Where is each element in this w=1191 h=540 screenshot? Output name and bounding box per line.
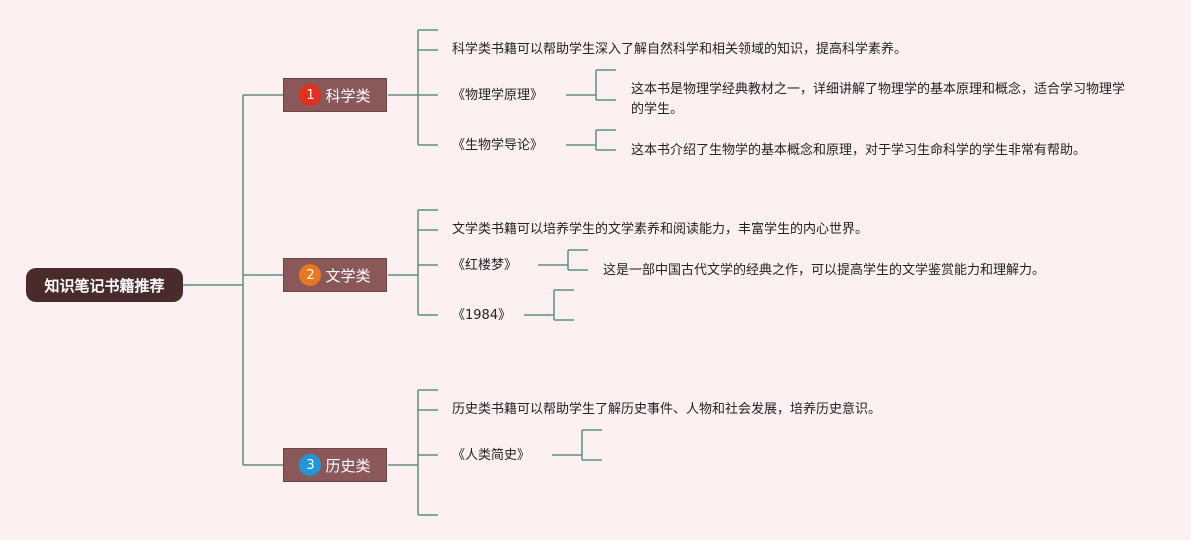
book-sapiens[interactable]: 《人类简史》 (452, 448, 531, 463)
history-desc[interactable]: 历史类书籍可以帮助学生了解历史事件、人物和社会发展，培养历史意识。 (452, 402, 882, 417)
physics-note[interactable]: 这本书是物理学经典教材之一，详细讲解了物理学的基本原理和概念，适合学习物理学的学… (631, 82, 1126, 117)
literature-desc[interactable]: 文学类书籍可以培养学生的文学素养和阅读能力，丰富学生的内心世界。 (452, 222, 869, 237)
topic-science[interactable]: 1 科学类 (283, 78, 387, 112)
number-badge-icon: 3 (299, 454, 322, 476)
topic-label: 科学类 (325, 86, 371, 105)
book-hongloumeng[interactable]: 《红楼梦》 (452, 258, 518, 273)
topic-label: 历史类 (325, 456, 371, 475)
topic-literature[interactable]: 2 文学类 (283, 258, 387, 292)
topic-history[interactable]: 3 历史类 (283, 448, 387, 482)
number-badge-icon: 1 (299, 84, 322, 106)
book-physics[interactable]: 《物理学原理》 (452, 88, 544, 103)
book-biology[interactable]: 《生物学导论》 (452, 138, 544, 153)
science-desc[interactable]: 科学类书籍可以帮助学生深入了解自然科学和相关领域的知识，提高科学素养。 (452, 42, 908, 57)
topic-label: 文学类 (325, 266, 371, 285)
hongloumeng-note[interactable]: 这是一部中国古代文学的经典之作，可以提高学生的文学鉴赏能力和理解力。 (603, 263, 1046, 278)
book-1984[interactable]: 《1984》 (452, 308, 512, 323)
root-topic[interactable]: 知识笔记书籍推荐 (26, 268, 183, 302)
number-badge-icon: 2 (299, 264, 322, 286)
biology-note[interactable]: 这本书介绍了生物学的基本概念和原理，对于学习生命科学的学生非常有帮助。 (631, 143, 1087, 158)
